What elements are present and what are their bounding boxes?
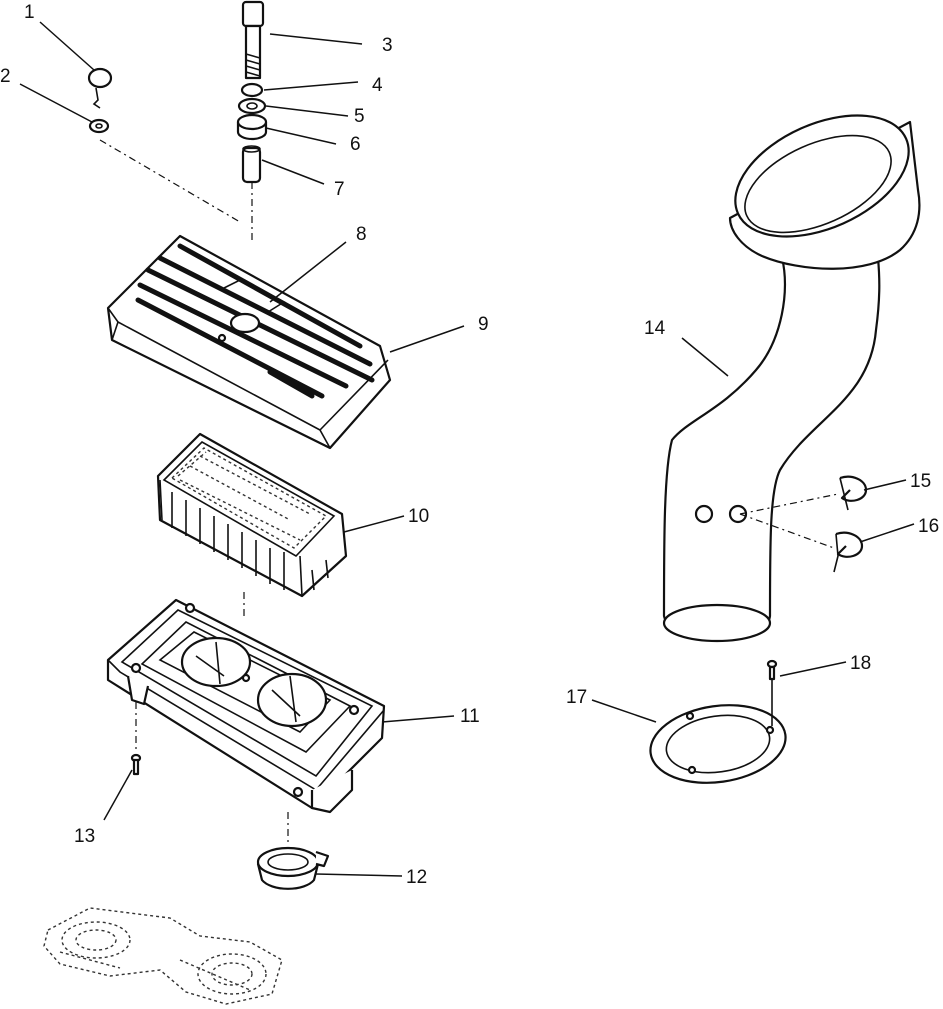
part-9-cover bbox=[106, 234, 392, 450]
part-11-base-plate bbox=[106, 598, 386, 814]
part-14-intake-tube bbox=[662, 114, 921, 643]
label-part-16: 16 bbox=[918, 516, 939, 537]
label-part-14: 14 bbox=[644, 318, 666, 339]
gasket-outline bbox=[43, 907, 283, 1005]
part-5-flat-washer bbox=[237, 97, 267, 115]
part-10-filter-element bbox=[156, 432, 348, 598]
label-part-11: 11 bbox=[460, 706, 480, 727]
part-2-washer bbox=[88, 118, 110, 134]
label-part-7: 7 bbox=[334, 179, 345, 200]
label-part-4: 4 bbox=[372, 75, 383, 96]
label-part-17: 17 bbox=[566, 687, 587, 708]
label-part-6: 6 bbox=[350, 134, 361, 155]
part-16-clip bbox=[833, 531, 864, 573]
label-part-10: 10 bbox=[408, 506, 429, 527]
label-part-9: 9 bbox=[478, 314, 489, 335]
label-part-13: 13 bbox=[74, 826, 95, 847]
part-7-spacer bbox=[241, 145, 262, 184]
part-18-screw bbox=[766, 659, 778, 726]
part-13-screw bbox=[130, 753, 142, 776]
part-1-knob bbox=[87, 67, 113, 109]
axis-line-knob bbox=[99, 139, 241, 223]
label-part-5: 5 bbox=[354, 106, 365, 127]
label-part-12: 12 bbox=[406, 867, 427, 888]
part-6-grommet bbox=[236, 113, 268, 141]
part-3-bolt bbox=[241, 0, 265, 80]
leader-lines bbox=[19, 21, 915, 877]
part-4-lock-washer bbox=[240, 82, 264, 98]
part-12-cap bbox=[256, 846, 330, 890]
part-15-clip bbox=[839, 475, 868, 511]
label-part-3: 3 bbox=[382, 35, 393, 56]
label-part-15: 15 bbox=[910, 471, 931, 492]
label-part-18: 18 bbox=[850, 653, 871, 674]
part-17-mounting-ring bbox=[649, 704, 787, 784]
label-part-1: 1 bbox=[24, 2, 35, 23]
label-part-8: 8 bbox=[356, 224, 367, 245]
label-part-2: 2 bbox=[0, 66, 11, 87]
